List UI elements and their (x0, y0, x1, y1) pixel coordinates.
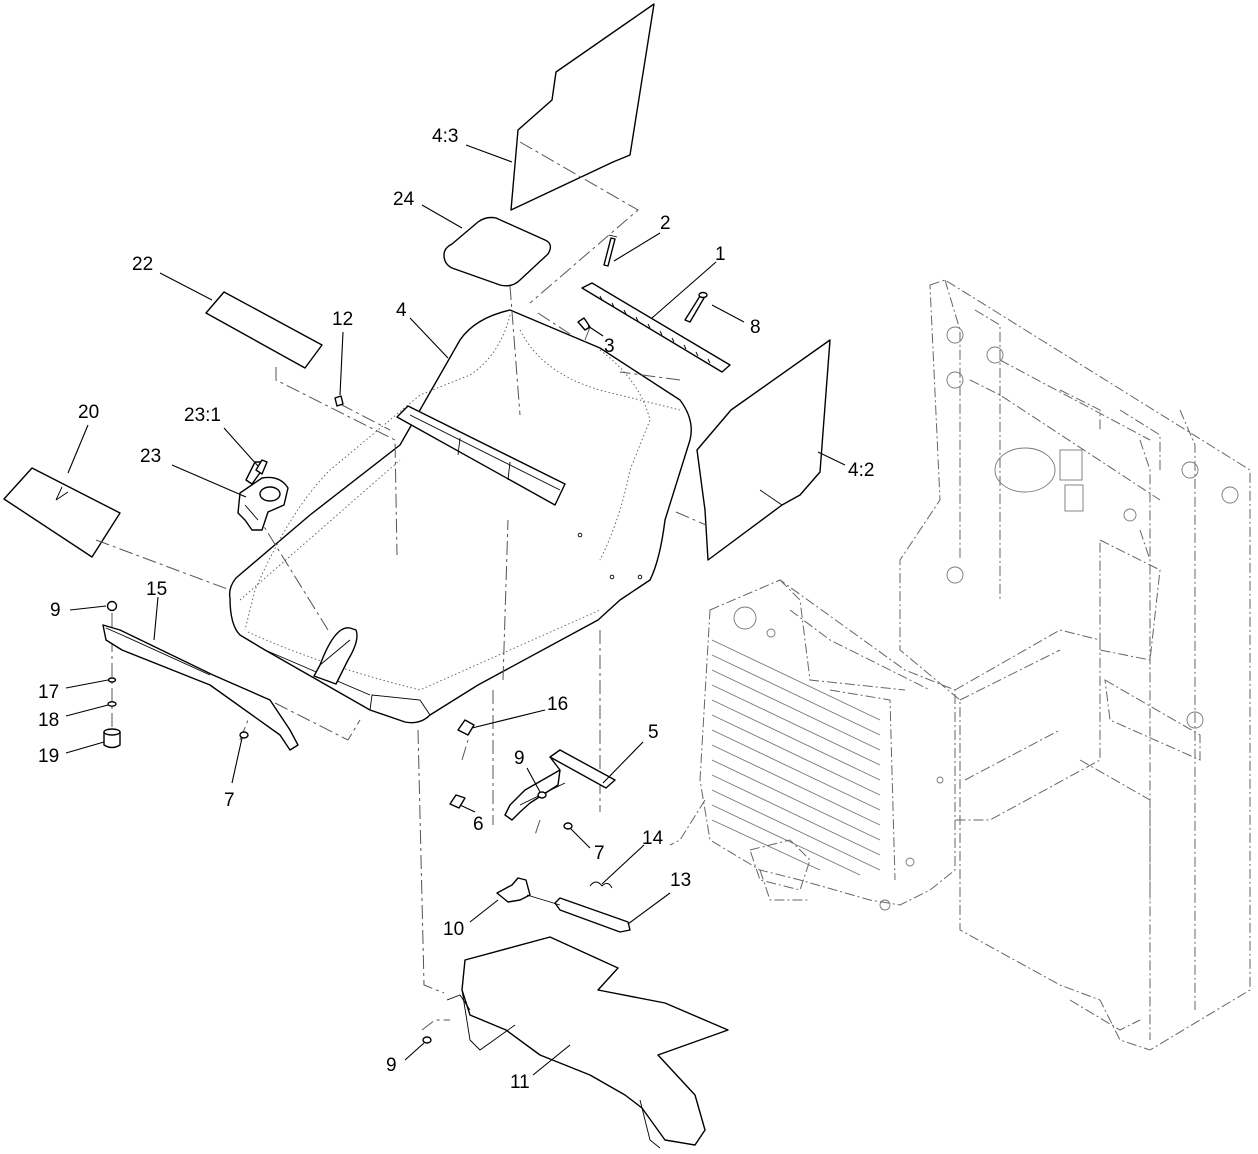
part-4-2-side-panel (696, 339, 831, 561)
callout-20: 20 (78, 402, 99, 423)
part-9-nut-b (537, 791, 547, 799)
part-7-nut-a (239, 731, 249, 739)
callout-3: 3 (604, 336, 615, 357)
callout-1: 1 (715, 244, 726, 265)
callout-4-2: 4:2 (848, 460, 874, 481)
callout-5: 5 (648, 722, 659, 743)
part-10-catch (496, 877, 531, 903)
part-4-hood (228, 309, 692, 724)
part-5-bracket (504, 749, 616, 821)
callout-10: 10 (443, 919, 464, 940)
part-24-pad (443, 216, 552, 287)
part-1-hinge-strip (581, 282, 731, 373)
part-16-bolt (457, 719, 475, 736)
part-11-shroud (446, 936, 729, 1149)
callout-7-b: 7 (594, 843, 605, 864)
callout-12: 12 (332, 309, 353, 330)
part-2-bolt (603, 234, 618, 267)
callout-labels: 4:3 24 2 1 8 3 22 12 4 4:2 20 23:1 23 15… (38, 126, 874, 1093)
callout-22: 22 (132, 254, 153, 275)
part-9-nut-c (422, 1036, 432, 1044)
part-23-1-keys (245, 459, 268, 485)
callout-24: 24 (393, 189, 415, 210)
leader-lines (65, 144, 846, 1076)
callout-14: 14 (642, 828, 664, 849)
part-12-screw (334, 395, 344, 407)
part-9-nut-a (106, 600, 118, 612)
part-3-screw (577, 317, 591, 331)
part-4-3-side-panel (510, 3, 655, 211)
callout-11: 11 (510, 1072, 530, 1093)
part-6-bolt (449, 794, 466, 809)
callout-4: 4 (396, 300, 407, 321)
callout-2: 2 (660, 213, 671, 234)
part-8-bolt (684, 291, 708, 323)
part-18-washer (107, 701, 117, 707)
callout-23-1: 23:1 (184, 405, 221, 426)
callout-9-b: 9 (514, 748, 525, 769)
chassis-frame (669, 279, 1251, 1051)
callout-4-3: 4:3 (432, 126, 458, 147)
part-7-nut-b (563, 822, 573, 830)
part-15-bracket (102, 624, 299, 751)
part-17-washer (107, 677, 117, 683)
callout-16: 16 (547, 694, 568, 715)
part-20-decal (3, 467, 121, 558)
callout-23: 23 (140, 446, 161, 467)
callout-7-a: 7 (224, 790, 235, 811)
part-14-spring (589, 881, 613, 889)
callout-13: 13 (670, 870, 691, 891)
callout-19: 19 (38, 746, 59, 767)
callout-17: 17 (38, 682, 59, 703)
callout-6: 6 (473, 814, 484, 835)
callout-8: 8 (750, 317, 761, 338)
callout-9-c: 9 (386, 1055, 397, 1076)
callout-18: 18 (38, 710, 59, 731)
part-23-latch (237, 476, 289, 531)
callout-9-a: 9 (50, 600, 61, 621)
callout-15: 15 (146, 579, 167, 600)
part-19-bumper (103, 728, 121, 749)
part-13-latch-rod (526, 894, 631, 933)
part-22-decal (205, 291, 323, 369)
